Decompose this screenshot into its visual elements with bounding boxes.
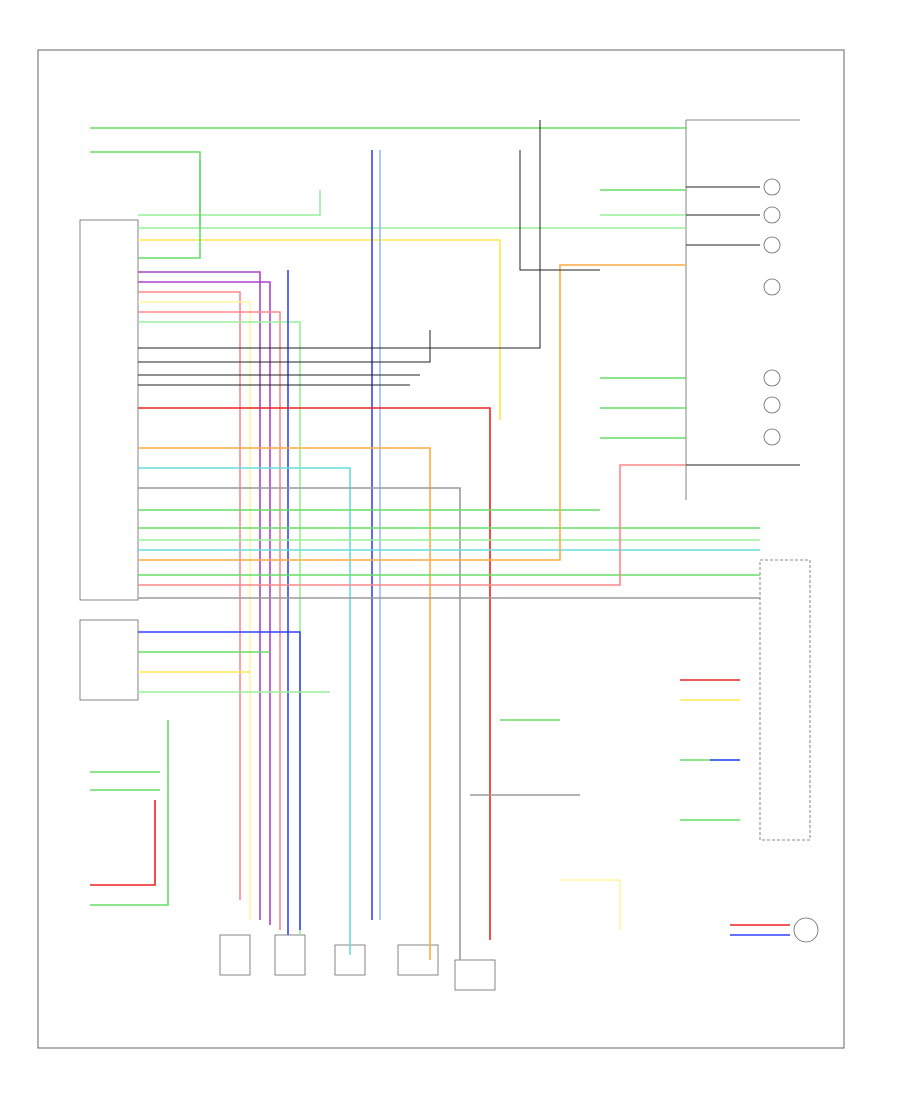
ecu-connector-block — [79, 219, 139, 701]
ground-wiring — [138, 120, 800, 466]
instrument-cluster — [685, 119, 811, 841]
wire-red-2 — [90, 800, 156, 886]
wire-green-10 — [90, 720, 169, 906]
wire-green-4 — [138, 321, 301, 935]
wire-yellow-1 — [138, 239, 501, 420]
wire-yellow-2 — [138, 301, 251, 920]
wire-orange-2 — [138, 264, 686, 561]
wire-cyan-1 — [138, 467, 351, 955]
wire-gray-1 — [138, 487, 461, 960]
wire-orange-1 — [138, 447, 431, 960]
diagram-frame — [37, 49, 845, 1049]
wire-harness — [90, 127, 790, 960]
wire-pink-1 — [138, 311, 281, 930]
bottom-components — [219, 917, 819, 991]
wire-red-main — [138, 407, 491, 940]
wire-lightgreen-1 — [138, 190, 321, 216]
wire-green-3 — [138, 160, 201, 259]
wire-red-1 — [138, 291, 241, 900]
wire-purple-1 — [138, 271, 261, 920]
wire-purple-2 — [138, 281, 271, 925]
wire-pink-2 — [138, 464, 686, 586]
wire-green-2 — [90, 151, 201, 228]
wire-yellow-5 — [560, 879, 621, 930]
cluster-indicator-bulbs — [763, 178, 781, 446]
wire-blue-4 — [138, 631, 301, 930]
